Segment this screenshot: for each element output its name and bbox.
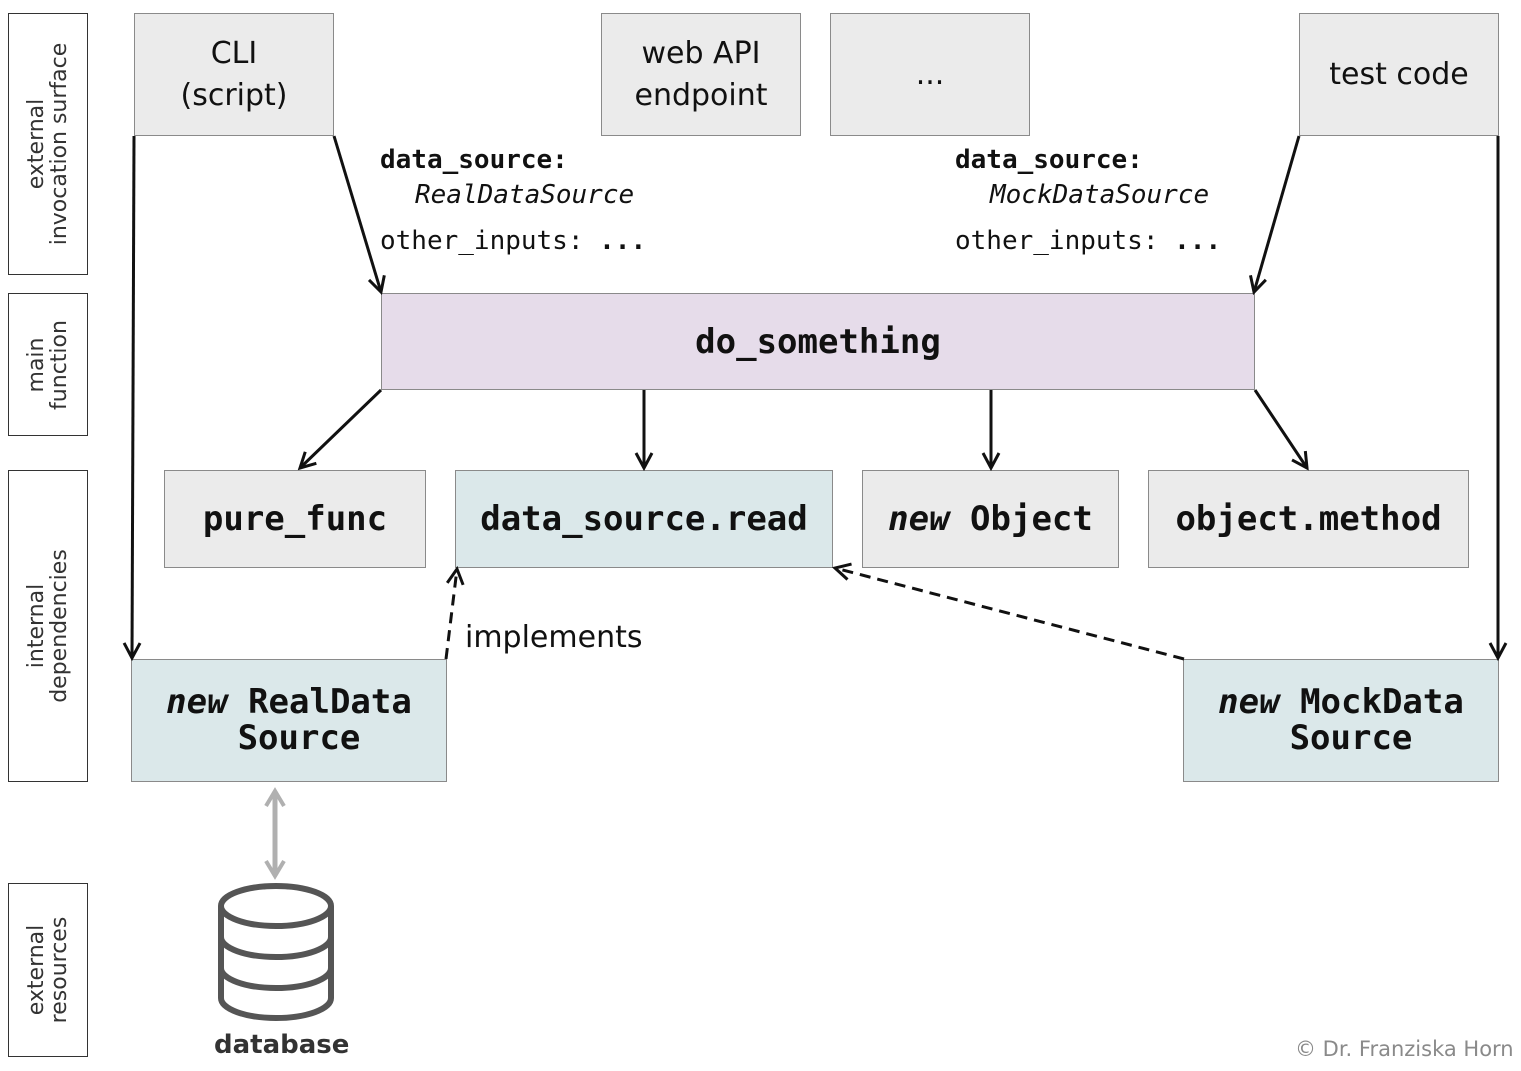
- layer-label-invocation: external invocation surface: [8, 13, 88, 275]
- pure-func-box: pure_func: [164, 470, 426, 568]
- inputs-right-other: other_inputs: ...: [955, 228, 1221, 254]
- arrow-cli-to-real-source: [132, 135, 134, 658]
- mock-source-line1: MockData: [1300, 681, 1464, 722]
- arrow-mock-implements-read: [835, 568, 1185, 661]
- inputs-left-other-value: ...: [599, 226, 647, 256]
- database-label: database: [214, 1030, 350, 1060]
- mock-source-line2: Source: [1289, 717, 1413, 758]
- inputs-left-data-source-value-text: RealDataSource: [415, 180, 635, 210]
- main-function-box: do_something: [381, 293, 1255, 390]
- arrow-cli-to-main: [332, 135, 381, 292]
- real-data-source-box: new RealData Source: [131, 659, 447, 782]
- new-object-keyword: new: [888, 499, 950, 539]
- implements-label: implements: [465, 620, 643, 655]
- data-source-read-box: data_source.read: [455, 470, 833, 568]
- object-method-label: object.method: [1175, 499, 1442, 539]
- inputs-right-data-source-value: MockDataSource: [990, 182, 1209, 208]
- web-api-box: web API endpoint: [601, 13, 801, 136]
- layer-label-resources: external resources: [8, 883, 88, 1057]
- inputs-left-data-source-key: data_source:: [380, 145, 568, 175]
- inputs-right-data-source-key: data_source:: [955, 145, 1143, 175]
- layer-label-main: main function: [8, 293, 88, 436]
- arrow-test-to-main: [1254, 135, 1301, 292]
- real-source-line2: Source: [237, 717, 361, 758]
- inputs-right-other-value: ...: [1174, 226, 1222, 256]
- mock-source-keyword: new: [1218, 681, 1280, 722]
- inputs-right-data-source-value-text: MockDataSource: [990, 180, 1210, 210]
- real-source-line1: RealData: [248, 681, 412, 722]
- mock-data-source-box: new MockData Source: [1183, 659, 1499, 782]
- cli-box: CLI (script): [134, 13, 334, 136]
- copyright-text: © Dr. Franziska Horn: [1295, 1037, 1514, 1061]
- arrow-real-implements-read: [444, 569, 457, 660]
- cli-label-line1: CLI: [210, 35, 258, 71]
- object-method-box: object.method: [1148, 470, 1469, 568]
- database-icon: [218, 883, 334, 1021]
- web-api-label-line1: web API: [641, 35, 761, 71]
- data-source-read-label: data_source.read: [480, 499, 808, 539]
- test-code-box: test code: [1299, 13, 1499, 136]
- inputs-left-other: other_inputs: ...: [380, 228, 646, 254]
- cli-label-line2: (script): [180, 77, 288, 113]
- new-object-box: new Object: [862, 470, 1119, 568]
- inputs-right-data-source: data_source:: [955, 147, 1143, 173]
- new-object-label: Object: [970, 499, 1093, 539]
- pure-func-label: pure_func: [202, 499, 388, 539]
- inputs-left-data-source-value: RealDataSource: [415, 182, 634, 208]
- layer-label-internal: internal dependencies: [8, 470, 88, 782]
- main-function-label: do_something: [695, 321, 941, 362]
- test-code-label: test code: [1329, 56, 1469, 92]
- arrow-main-to-object-method: [1253, 389, 1307, 468]
- inputs-right-other-key: other_inputs:: [955, 226, 1159, 256]
- ellipsis-label: ...: [915, 56, 945, 92]
- arrow-main-to-pure-func: [300, 388, 383, 468]
- inputs-left-other-key: other_inputs:: [380, 226, 584, 256]
- ellipsis-box: ...: [830, 13, 1030, 136]
- inputs-left-data-source: data_source:: [380, 147, 568, 173]
- real-source-keyword: new: [166, 681, 228, 722]
- web-api-label-line2: endpoint: [634, 77, 768, 113]
